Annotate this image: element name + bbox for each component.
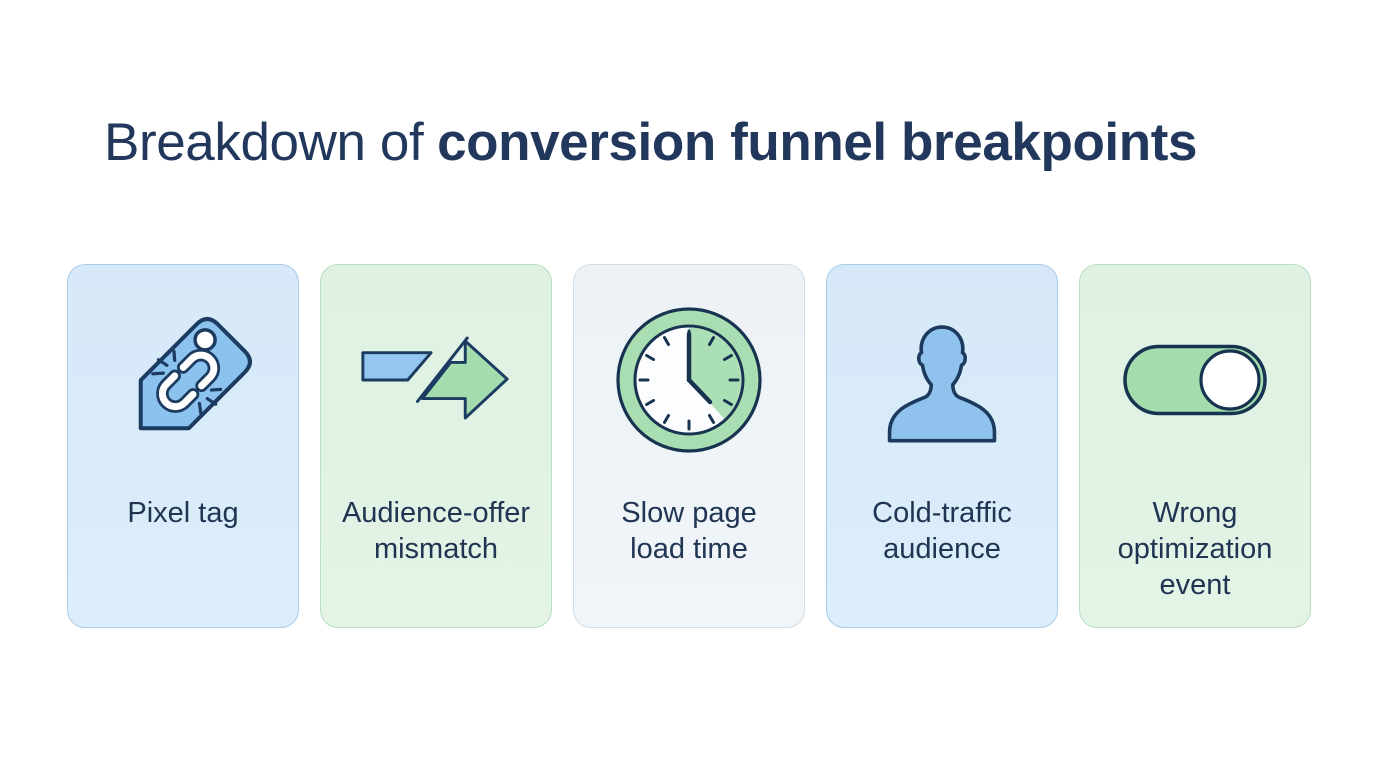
card-icon-area: [321, 265, 551, 495]
card-label: Cold-traffic audience: [872, 497, 1012, 565]
toggle-switch-icon: [1123, 344, 1267, 416]
card-icon-area: [1080, 265, 1310, 495]
title-regular: Breakdown of: [104, 113, 424, 172]
card-audience-offer-mismatch: Audience-offer mismatch: [320, 264, 552, 628]
mismatch-arrow-icon: [361, 336, 509, 420]
card-icon-area: [68, 265, 298, 495]
person-silhouette-icon: [887, 325, 997, 443]
broken-link-tag-icon: [138, 317, 252, 431]
card-label: Wrong optimization event: [1117, 497, 1273, 601]
card-icon-area: [827, 265, 1057, 495]
clock-icon: [616, 307, 762, 453]
cards-row: Pixel tag Audience-offer mismatch: [67, 264, 1376, 628]
card-cold-traffic-audience: Cold-traffic audience: [826, 264, 1058, 628]
card-wrong-optimization-event: Wrong optimization event: [1079, 264, 1311, 628]
title-emphasis: conversion funnel breakpoints: [437, 113, 1198, 172]
card-icon-area: [574, 265, 804, 495]
card-label: Slow page load time: [621, 497, 757, 565]
card-label: Audience-offer mismatch: [341, 497, 531, 565]
card-label: Pixel tag: [127, 497, 239, 529]
card-slow-page-load: Slow page load time: [573, 264, 805, 628]
card-pixel-tag: Pixel tag: [67, 264, 299, 628]
